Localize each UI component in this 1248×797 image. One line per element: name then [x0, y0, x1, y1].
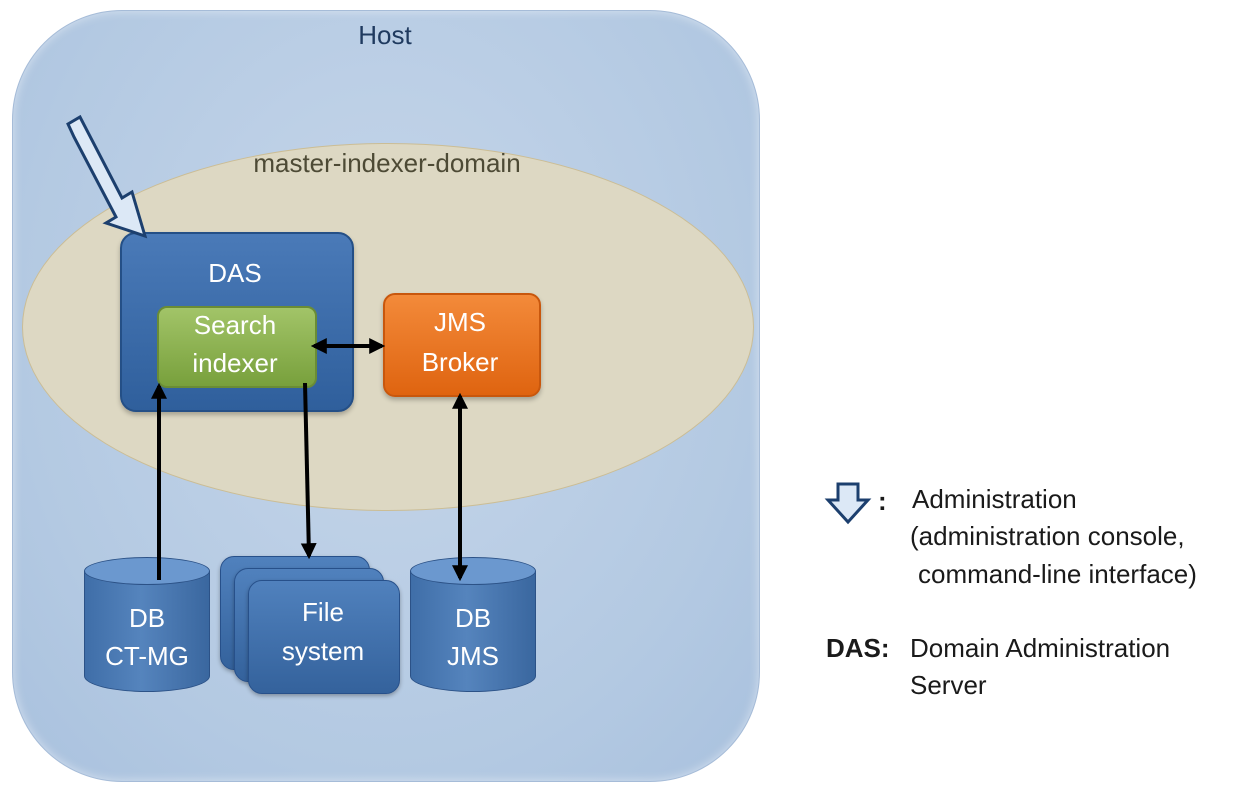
legend-das-key: DAS:: [826, 633, 890, 663]
search-indexer-label-line2: indexer: [192, 348, 278, 378]
legend-admin-line1: Administration: [912, 484, 1077, 514]
jms-broker-label-line2: Broker: [421, 347, 499, 377]
db-ctmg-label-line2: CT-MG: [105, 641, 189, 671]
search-indexer-box: [157, 306, 317, 388]
administration-arrow-icon: [66, 114, 148, 239]
search-indexer-label-line1: Search: [193, 310, 277, 340]
legend-admin-line2: (administration console,: [910, 521, 1185, 551]
domain-title: master-indexer-domain: [253, 148, 521, 178]
file-system-label-line1: File: [302, 597, 344, 627]
file-system-card-front: [248, 580, 400, 694]
file-system-label-line2: system: [281, 636, 365, 666]
jms-broker-label-line1: JMS: [434, 307, 486, 337]
db-jms-cylinder-body: [410, 571, 536, 692]
legend-das-line2: Server: [910, 670, 987, 700]
db-jms-cylinder-top: [410, 557, 536, 585]
db-jms-cylinder: [410, 557, 536, 692]
legend-das-line1: Domain Administration: [910, 633, 1171, 663]
db-ctmg-label-line1: DB: [128, 603, 166, 633]
db-ctmg-cylinder-top: [84, 557, 210, 585]
legend-admin-colon: :: [878, 486, 887, 516]
db-jms-label-line2: JMS: [447, 641, 499, 671]
db-ctmg-cylinder-body: [84, 571, 210, 692]
arrow-search-to-filesystem: [300, 382, 317, 560]
legend-down-arrow-icon: [824, 482, 872, 525]
host-title: Host: [358, 20, 412, 50]
das-title: DAS: [208, 258, 262, 288]
db-ctmg-cylinder: [84, 557, 210, 692]
legend-admin-line3: command-line interface): [918, 559, 1197, 589]
db-jms-label-line1: DB: [454, 603, 492, 633]
